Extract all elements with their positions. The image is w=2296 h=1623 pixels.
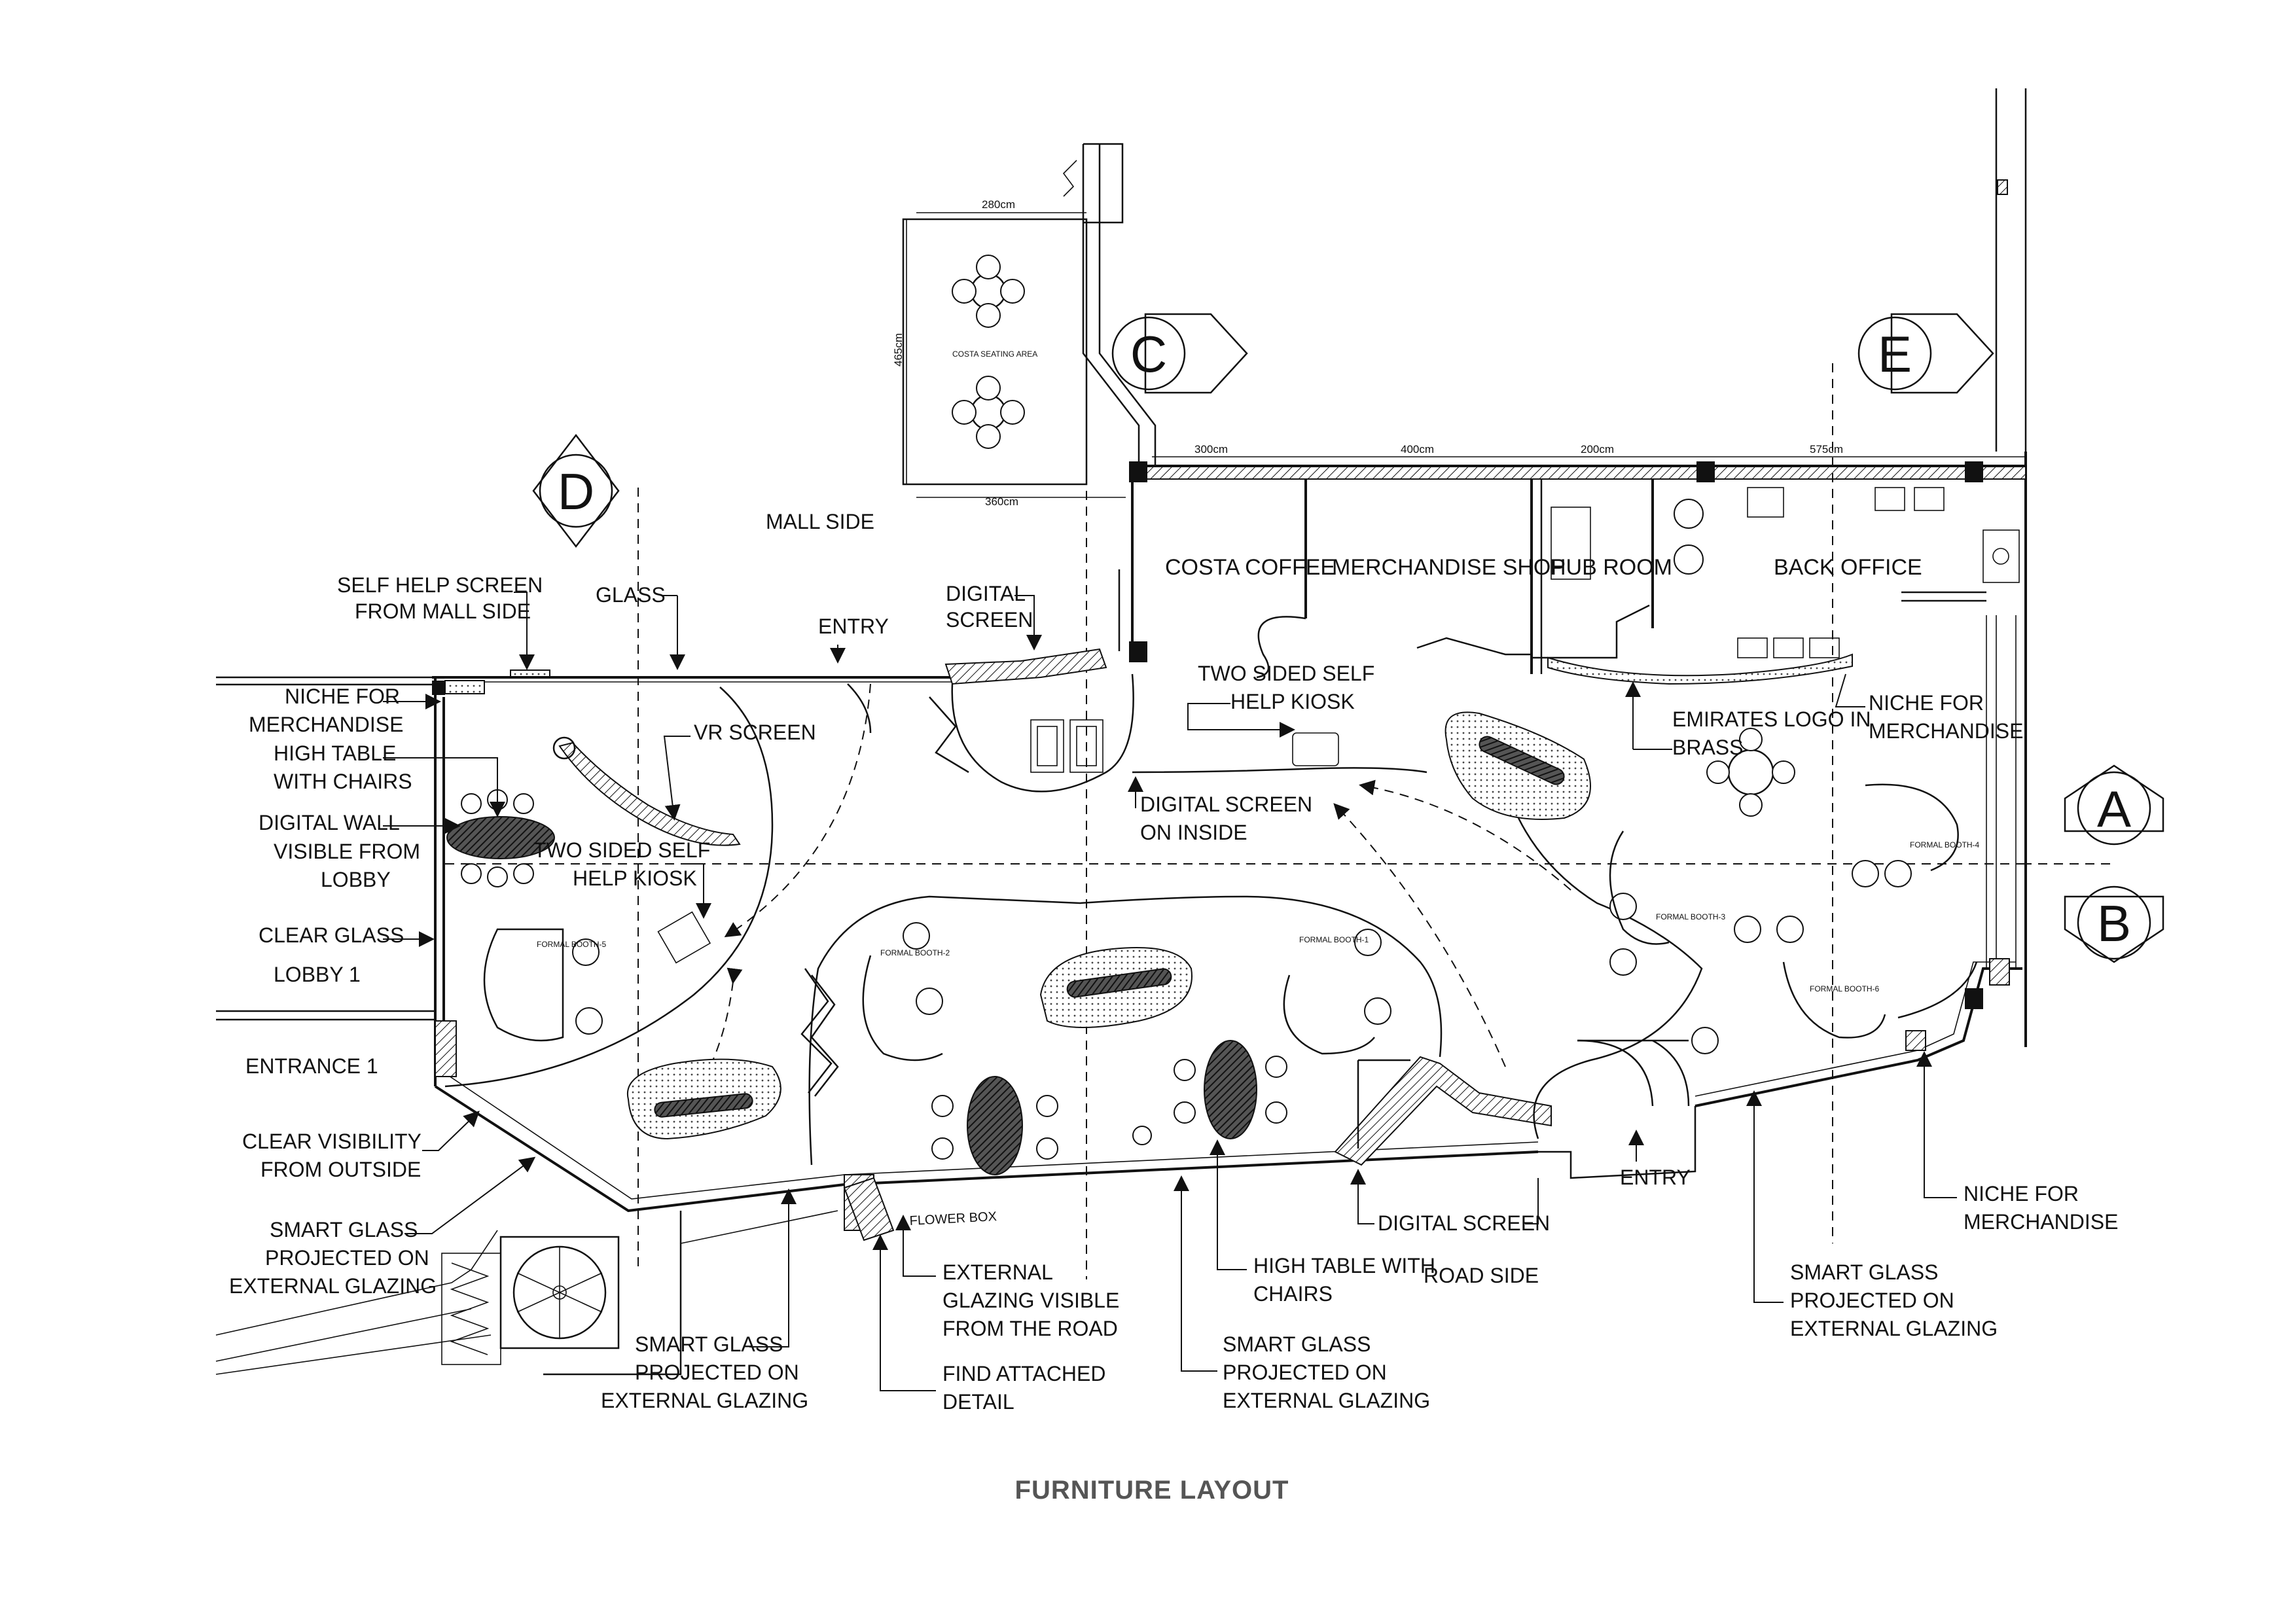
label-smart-b1-3: EXTERNAL GLAZING	[601, 1389, 808, 1412]
label-digital-screen-2: SCREEN	[946, 608, 1033, 632]
room-costa-coffee: COSTA COFFEE	[1165, 555, 1335, 580]
dim-280: 280cm	[982, 198, 1015, 211]
sofa-bottom-left	[626, 1058, 781, 1140]
label-niche-right-2: MERCHANDISE	[1869, 719, 2023, 743]
section-lines	[445, 363, 2114, 1279]
room-merchandise-shop: MERCHANDISE SHOP	[1332, 555, 1566, 580]
room-hub-room: HUB ROOM	[1550, 555, 1672, 580]
room-costa-seating: COSTA SEATING AREA	[952, 349, 1037, 359]
dim-465: 465cm	[892, 333, 905, 366]
label-smart-r-3: EXTERNAL GLAZING	[1790, 1317, 1998, 1340]
label-kiosk-top-1: TWO SIDED SELF	[1198, 662, 1374, 685]
label-digital-screen-bottom: DIGITAL SCREEN	[1378, 1211, 1550, 1235]
label-smart-b1-2: PROJECTED ON	[635, 1361, 799, 1384]
labels: COSTA COFFEE MERCHANDISE SHOP HUB ROOM B…	[229, 198, 2118, 1414]
label-clear-glass: CLEAR GLASS	[259, 923, 404, 947]
label-mall-side: MALL SIDE	[766, 510, 874, 533]
dim-360: 360cm	[985, 495, 1018, 508]
label-niche-br-2: MERCHANDISE	[1964, 1210, 2118, 1234]
dim-300: 300cm	[1194, 443, 1228, 455]
booth-3-label: FORMAL BOOTH-3	[1656, 912, 1726, 921]
costa-table-2	[952, 376, 1025, 449]
label-digital-screen-inside-1: DIGITAL SCREEN	[1140, 793, 1312, 816]
label-kiosk-left-2: HELP KIOSK	[573, 866, 697, 890]
sofa-center	[1039, 947, 1193, 1028]
label-emirates-2: BRASS	[1672, 736, 1743, 759]
svg-text:A: A	[2097, 780, 2131, 838]
label-niche-left-1: NICHE FOR	[285, 685, 400, 708]
label-smart-left-2: PROJECTED ON	[265, 1246, 429, 1270]
label-glass: GLASS	[596, 583, 666, 607]
booth-2-label: FORMAL BOOTH-2	[880, 948, 950, 957]
label-entry-bottom: ENTRY	[1620, 1166, 1691, 1189]
booth-1-label: FORMAL BOOTH-1	[1299, 935, 1369, 944]
label-high-table-2: WITH CHAIRS	[274, 770, 412, 793]
label-kiosk-left-1: TWO SIDED SELF	[533, 838, 710, 862]
label-flower-box: FLOWER BOX	[909, 1209, 997, 1228]
label-digital-wall-1: DIGITAL WALL	[259, 811, 400, 834]
label-kiosk-top-2: HELP KIOSK	[1230, 690, 1355, 713]
label-find-detail-1: FIND ATTACHED	[942, 1362, 1105, 1385]
label-high-table-b-2: CHAIRS	[1253, 1282, 1333, 1306]
label-digital-wall-2: VISIBLE FROM	[274, 840, 420, 863]
label-find-detail-2: DETAIL	[942, 1390, 1014, 1414]
svg-text:B: B	[2097, 895, 2131, 952]
dim-200: 200cm	[1581, 443, 1614, 455]
label-niche-br-1: NICHE FOR	[1964, 1182, 2079, 1205]
feature-walls	[444, 648, 1853, 1241]
label-road-side: ROAD SIDE	[1424, 1264, 1539, 1287]
label-smart-r-1: SMART GLASS	[1790, 1260, 1938, 1284]
label-vr-screen: VR SCREEN	[694, 721, 816, 744]
sofa-top-right	[1444, 711, 1591, 820]
label-clear-visibility-1: CLEAR VISIBILITY	[242, 1130, 422, 1153]
label-smart-r-2: PROJECTED ON	[1790, 1289, 1954, 1312]
label-digital-screen-1: DIGITAL	[946, 582, 1026, 605]
svg-text:C: C	[1130, 325, 1167, 383]
label-emirates-1: EMIRATES LOGO IN	[1672, 707, 1871, 731]
label-smart-b2-1: SMART GLASS	[1223, 1332, 1371, 1356]
label-self-help-2: FROM MALL SIDE	[355, 599, 531, 623]
label-lobby: LOBBY 1	[274, 963, 361, 986]
label-entry-top: ENTRY	[818, 615, 889, 638]
entrance-steps	[441, 1236, 620, 1365]
dim-575: 575cm	[1810, 443, 1843, 455]
booth-5-label: FORMAL BOOTH-5	[537, 940, 607, 949]
label-self-help-1: SELF HELP SCREEN	[337, 573, 543, 597]
label-smart-left-1: SMART GLASS	[270, 1218, 418, 1241]
booth-6-label: FORMAL BOOTH-6	[1810, 984, 1880, 993]
label-digital-wall-3: LOBBY	[321, 868, 391, 891]
label-niche-right-1: NICHE FOR	[1869, 691, 1984, 715]
label-digital-screen-inside-2: ON INSIDE	[1140, 821, 1247, 844]
label-smart-b1-1: SMART GLASS	[635, 1332, 783, 1356]
svg-text:D: D	[558, 463, 594, 520]
label-external-glazing-1: EXTERNAL	[942, 1260, 1053, 1284]
drawing-title: FURNITURE LAYOUT	[1015, 1476, 1289, 1505]
label-smart-left-3: EXTERNAL GLAZING	[229, 1274, 437, 1298]
label-high-table-1: HIGH TABLE	[274, 741, 396, 765]
costa-table-1	[952, 255, 1025, 328]
label-niche-left-2: MERCHANDISE	[249, 713, 403, 736]
section-marker-b: B	[2064, 885, 2164, 963]
section-markers: D C E A B	[532, 313, 2164, 963]
booth-4-label: FORMAL BOOTH-4	[1910, 840, 1980, 849]
section-marker-e: E	[1857, 313, 1994, 394]
label-entrance: ENTRANCE 1	[245, 1054, 378, 1078]
svg-text:E: E	[1878, 325, 1912, 383]
label-smart-b2-2: PROJECTED ON	[1223, 1361, 1387, 1384]
dim-400: 400cm	[1401, 443, 1434, 455]
label-external-glazing-2: GLAZING VISIBLE	[942, 1289, 1119, 1312]
label-external-glazing-3: FROM THE ROAD	[942, 1317, 1118, 1340]
section-marker-c: C	[1111, 313, 1248, 394]
label-clear-visibility-2: FROM OUTSIDE	[260, 1158, 421, 1181]
room-back-office: BACK OFFICE	[1774, 555, 1922, 580]
section-marker-d: D	[532, 433, 620, 548]
label-high-table-b-1: HIGH TABLE WITH	[1253, 1254, 1435, 1277]
section-marker-a: A	[2064, 764, 2164, 846]
label-smart-b2-3: EXTERNAL GLAZING	[1223, 1389, 1430, 1412]
